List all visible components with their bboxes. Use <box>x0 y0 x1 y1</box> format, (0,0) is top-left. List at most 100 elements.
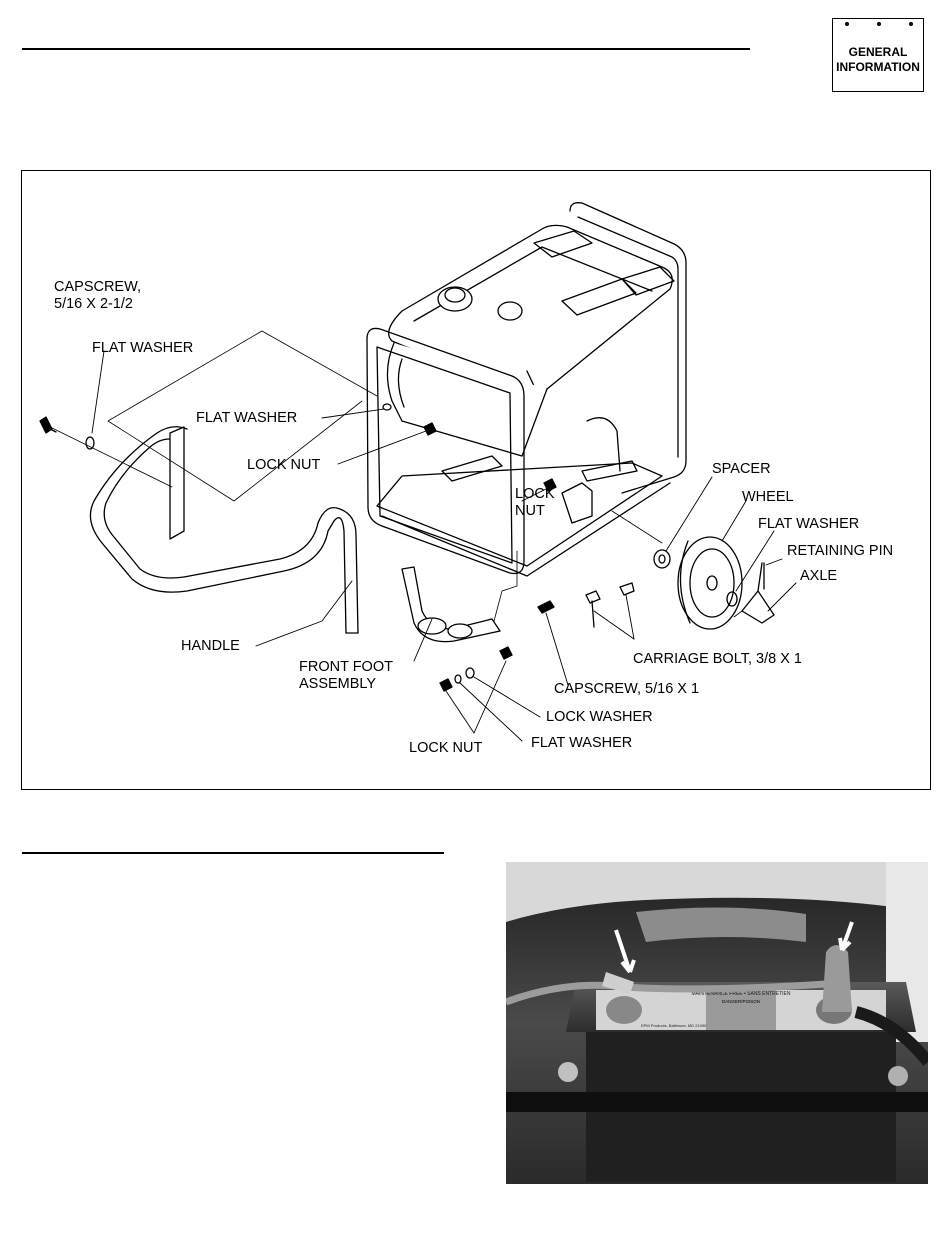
leader-line <box>413 618 433 662</box>
label-lock-nut-mid: LOCK NUT <box>515 486 555 519</box>
fuel-gauge <box>497 301 523 321</box>
wheel-bracket <box>561 482 593 524</box>
leader-line <box>665 476 713 552</box>
guide-line <box>261 330 378 397</box>
rivet-icon <box>877 22 881 26</box>
leader-line <box>521 488 547 502</box>
label-axle: AXLE <box>800 568 838 584</box>
battery-label-text: MAINTENANCE FREE • SANS ENTRETIEN <box>692 991 791 997</box>
base-pan <box>376 462 663 567</box>
handle-tube-inner <box>103 438 359 634</box>
handle-bracket <box>169 426 185 540</box>
tab-rivets <box>833 22 923 28</box>
label-spacer: SPACER <box>712 461 771 477</box>
flat-washer-foot <box>465 667 475 679</box>
battery-photo-drawing: MAINTENANCE FREE • SANS ENTRETIEN DANGER… <box>506 862 928 1184</box>
lock-nut-frame <box>423 422 437 436</box>
handle-wheel-assembly-diagram: CAPSCREW, 5/16 X 2-1/2 FLAT WASHER FLAT … <box>21 170 931 790</box>
shroud-highlight <box>636 907 806 942</box>
engine-shroud-bright <box>506 862 928 922</box>
battery-warning-text: DANGER/POISON <box>722 999 760 1004</box>
spacer <box>653 549 671 569</box>
label-capscrew-long: CAPSCREW, 5/16 X 2-1/2 <box>54 279 142 312</box>
label-front-foot-assembly: FRONT FOOT ASSEMBLY <box>299 659 393 692</box>
flat-washer-frame <box>382 403 392 411</box>
leader-line <box>545 612 569 686</box>
label-flat-washer-frame: FLAT WASHER <box>196 410 298 426</box>
frame-rail <box>506 1092 928 1112</box>
lock-nut-mid <box>543 478 557 492</box>
wheel-hub <box>706 575 718 591</box>
label-flat-washer-foot: FLAT WASHER <box>531 735 633 751</box>
label-lock-nut-frame: LOCK NUT <box>247 457 321 473</box>
label-flat-washer-wheel: FLAT WASHER <box>758 516 860 532</box>
guide-line <box>107 330 363 502</box>
capscrew-short <box>537 600 555 614</box>
fuel-cap-top <box>444 287 466 303</box>
fuel-tank-ridge <box>526 370 535 387</box>
arrow-negative-icon <box>614 929 636 974</box>
guide-line <box>733 610 743 618</box>
label-handle: HANDLE <box>181 638 240 654</box>
top-section-rule <box>22 48 750 50</box>
leader-line <box>593 610 635 640</box>
rivet-icon <box>909 22 913 26</box>
positive-cable-boot <box>822 945 852 1012</box>
corrugated-hose <box>854 1006 928 1066</box>
leader-line <box>735 530 775 592</box>
label-flat-washer-handle: FLAT WASHER <box>92 340 194 356</box>
guide-line <box>611 510 663 544</box>
battery-label-dark <box>706 990 776 1030</box>
tab-label-line-1: GENERAL <box>848 45 908 59</box>
axle <box>741 562 775 624</box>
frame-rear-tube-inner <box>577 216 679 458</box>
leader-line <box>625 594 635 640</box>
label-lock-nut-foot: LOCK NUT <box>409 740 483 756</box>
leader-line <box>321 408 385 419</box>
guide-line <box>49 426 173 488</box>
label-lock-washer: LOCK WASHER <box>546 709 653 725</box>
label-wheel: WHEEL <box>742 489 794 505</box>
arrow-positive-icon <box>838 921 854 952</box>
wheel-tire <box>677 536 743 630</box>
base-pan-edge <box>381 482 671 577</box>
rivet-icon <box>845 22 849 26</box>
muffler-pipe <box>586 417 621 472</box>
general-information-tab: GENERAL INFORMATION <box>832 18 924 92</box>
capscrew-long <box>39 416 57 434</box>
label-retaining-pin: RETAINING PIN <box>787 543 894 559</box>
leader-line <box>473 676 541 718</box>
leader-line <box>721 500 747 542</box>
flat-washer-wheel <box>726 591 738 607</box>
wheel-rim <box>689 548 735 618</box>
handle-tube <box>89 426 347 634</box>
lower-section-rule <box>22 852 444 854</box>
leader-line <box>445 690 475 734</box>
leader-line <box>765 558 783 566</box>
exploded-view-drawing <box>39 202 797 742</box>
mount-bolt <box>888 1066 908 1086</box>
tank-handle-right <box>621 266 675 296</box>
tab-label-line-2: INFORMATION <box>836 60 920 74</box>
frame-front-tube-inner <box>376 346 513 564</box>
engine-shroud <box>397 358 405 408</box>
front-foot-pad <box>447 623 473 639</box>
leader-line <box>459 682 523 742</box>
leader-line <box>337 430 427 465</box>
lock-nut-foot <box>439 678 453 692</box>
tank-handle-left <box>533 230 593 258</box>
engine-mount <box>441 455 503 482</box>
tank-recess <box>561 278 637 316</box>
lock-washer <box>454 674 462 684</box>
label-carriage-bolt: CARRIAGE BOLT, 3/8 X 1 <box>633 651 802 667</box>
battery-connection-photo: MAINTENANCE FREE • SANS ENTRETIEN DANGER… <box>506 862 928 1184</box>
battery-maker-text: EPM Products, Baltimore, MD 21090 <box>641 1023 707 1028</box>
carriage-bolt <box>585 590 601 628</box>
leader-line <box>767 582 797 612</box>
lock-nut-foot <box>499 646 513 660</box>
fuel-cap <box>437 286 473 312</box>
engine-mount <box>581 460 638 482</box>
frame-rear-tube <box>569 202 687 494</box>
guide-line <box>493 550 518 622</box>
wheel-side <box>679 540 691 624</box>
